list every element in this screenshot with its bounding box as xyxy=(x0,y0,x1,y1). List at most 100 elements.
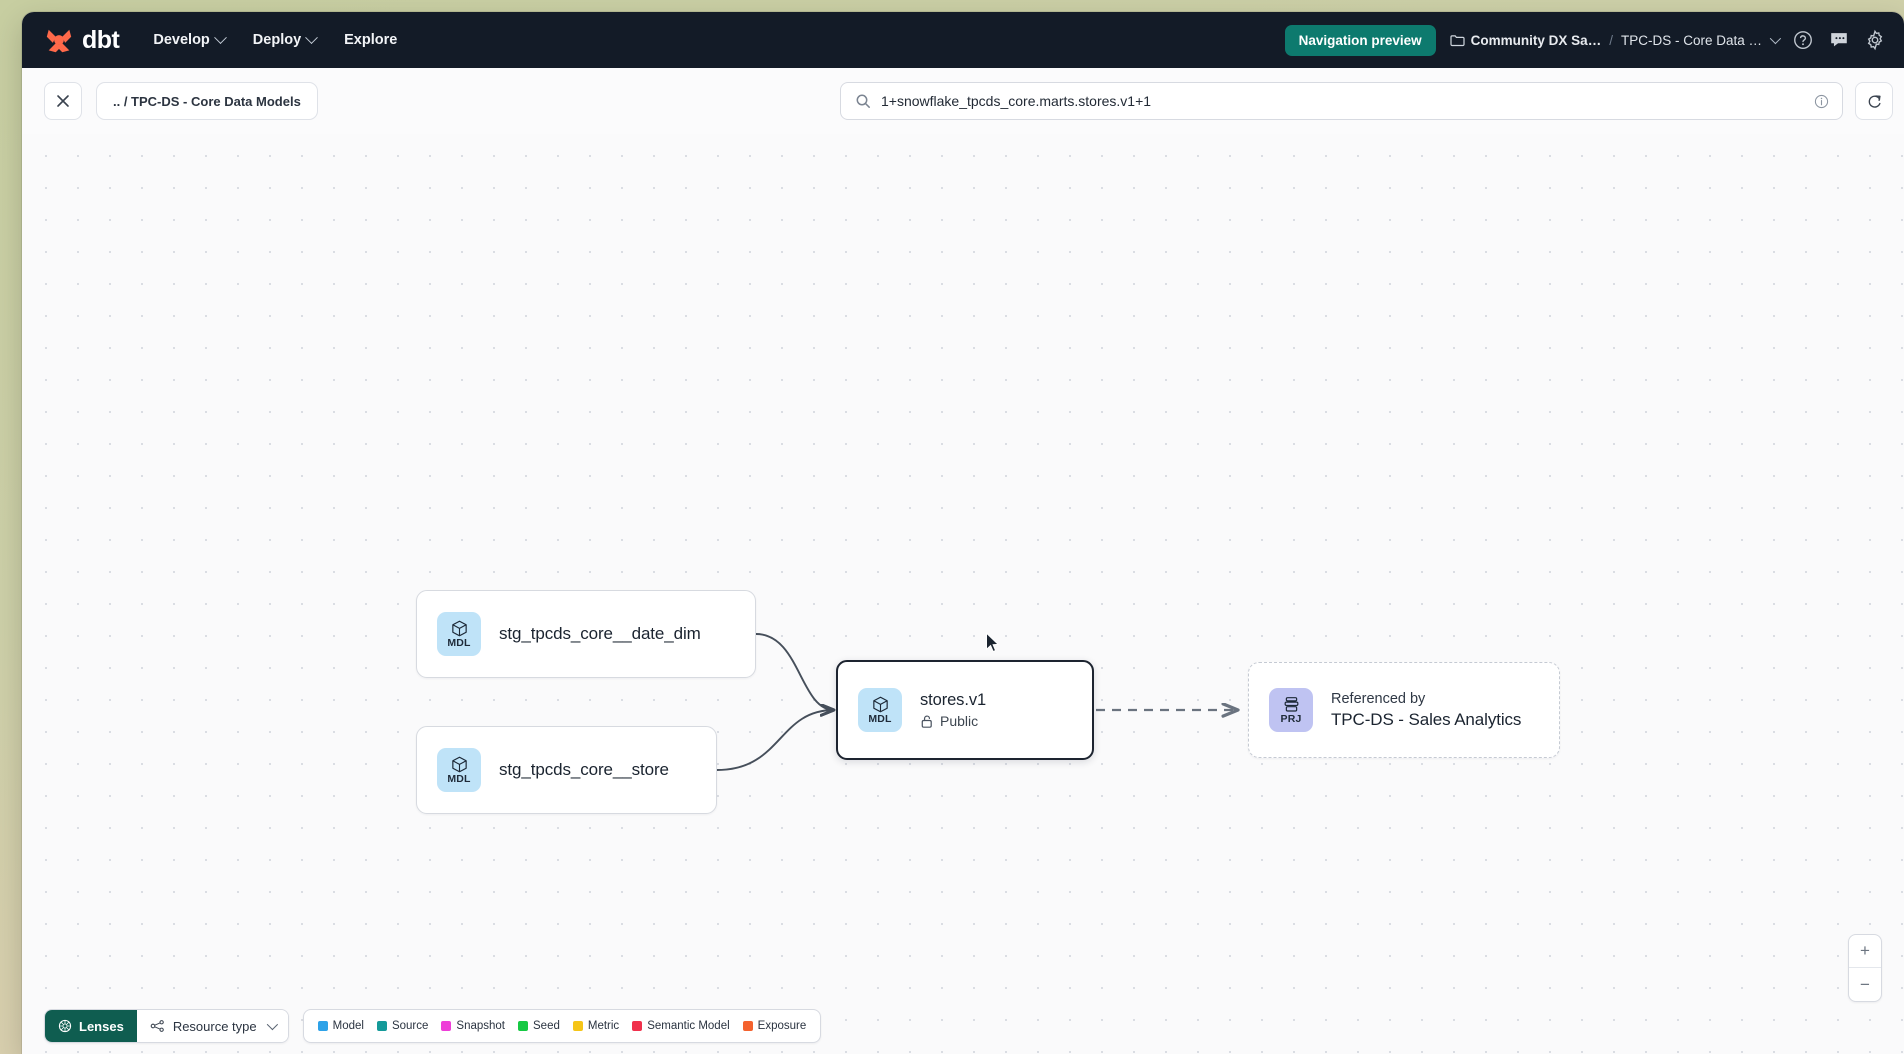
legend-item-seed: Seed xyxy=(518,1020,560,1032)
node-access-label: Public xyxy=(940,713,979,729)
legend-swatch-source xyxy=(376,1021,387,1031)
refresh-icon xyxy=(1868,94,1881,108)
lenses-button[interactable]: Lenses xyxy=(45,1010,137,1042)
search-input[interactable] xyxy=(881,93,1803,109)
primary-nav: Develop Deploy Explore xyxy=(153,30,397,48)
nav-item-deploy[interactable]: Deploy xyxy=(252,30,319,48)
legend-item-exposure: Exposure xyxy=(742,1020,807,1032)
lineage-search-area xyxy=(840,82,1893,120)
folder-icon xyxy=(1450,34,1465,46)
node-access: Public xyxy=(920,713,986,729)
navigation-preview-button[interactable]: Navigation preview xyxy=(1284,24,1436,56)
lineage-search-box[interactable] xyxy=(840,82,1843,120)
close-lineage-button[interactable] xyxy=(44,82,82,120)
browser-window: dbt Develop Deploy Explore Navigation pr… xyxy=(22,12,1904,1054)
resource-type-dropdown[interactable]: Resource type xyxy=(136,1010,288,1042)
node-title: stores.v1 xyxy=(920,691,987,709)
refresh-lineage-button[interactable] xyxy=(1855,82,1893,120)
legend-label-model: Model xyxy=(332,1020,364,1032)
node-badge-label: PRJ xyxy=(1280,713,1302,725)
node-label: stg_tpcds_core__store xyxy=(499,760,669,779)
legend-label-exposure: Exposure xyxy=(757,1020,807,1032)
breadcrumb-account-label: Community DX Sa… xyxy=(1470,32,1602,48)
lineage-toolbar: .. / TPC-DS - Core Data Models xyxy=(22,68,1904,134)
top-navigation-bar: dbt Develop Deploy Explore Navigation pr… xyxy=(22,12,1904,68)
node-badge-label: MDL xyxy=(447,773,471,785)
cube-icon xyxy=(451,620,467,637)
node-badge-prj: PRJ xyxy=(1269,688,1313,732)
zoom-in-button[interactable]: + xyxy=(1849,935,1881,968)
account-project-breadcrumb: Community DX Sa… / TPC-DS - Core Data … xyxy=(1450,32,1782,48)
legend-swatch-semantic-model xyxy=(632,1021,643,1031)
nav-item-develop-label: Develop xyxy=(153,32,210,48)
node-referenced-by-label: Referenced by xyxy=(1331,690,1426,707)
lineage-graph-canvas[interactable]: MDL stg_tpcds_core__date_dim MDL stg_tpc… xyxy=(22,134,1904,1054)
graph-node-stg-date-dim[interactable]: MDL stg_tpcds_core__date_dim xyxy=(416,590,756,678)
gear-icon[interactable] xyxy=(1864,29,1886,51)
legend-item-source: Source xyxy=(376,1020,428,1032)
resource-type-label: Resource type xyxy=(172,1018,257,1034)
legend-item-snapshot: Snapshot xyxy=(441,1020,505,1032)
node-label: stg_tpcds_core__date_dim xyxy=(499,624,701,643)
dbt-logo[interactable]: dbt xyxy=(44,25,120,55)
cube-icon xyxy=(451,756,467,773)
nav-item-explore[interactable]: Explore xyxy=(344,32,397,48)
chevron-down-icon xyxy=(266,1018,278,1031)
chevron-down-icon xyxy=(213,30,227,44)
nodes-icon xyxy=(150,1020,164,1032)
node-badge-label: MDL xyxy=(868,713,892,725)
project-breadcrumb-chip[interactable]: .. / TPC-DS - Core Data Models xyxy=(96,82,318,120)
edge-store-to-stores xyxy=(716,710,834,771)
breadcrumb-project-label: TPC-DS - Core Data … xyxy=(1620,32,1762,48)
legend-item-metric: Metric xyxy=(572,1020,620,1032)
lenses-button-label: Lenses xyxy=(79,1018,124,1034)
lens-control-group: Lenses Resource type xyxy=(44,1009,289,1043)
breadcrumb-account[interactable]: Community DX Sa… xyxy=(1450,32,1602,48)
brand-name: dbt xyxy=(82,25,120,54)
legend-item-semantic-model: Semantic Model xyxy=(632,1020,730,1032)
resource-type-legend: Model Source Snapshot Seed xyxy=(302,1009,822,1043)
unlock-icon xyxy=(921,714,932,728)
node-badge-mdl: MDL xyxy=(437,748,481,792)
node-project-name: TPC-DS - Sales Analytics xyxy=(1331,709,1522,729)
dbt-x-logo-icon xyxy=(46,29,72,53)
legend-swatch-model xyxy=(317,1021,328,1031)
lineage-bottom-bar: Lenses Resource type xyxy=(22,998,1904,1054)
lens-icon xyxy=(58,1019,72,1033)
breadcrumb-project[interactable]: TPC-DS - Core Data … xyxy=(1620,32,1782,48)
zoom-out-button[interactable]: − xyxy=(1860,974,1870,994)
lineage-edges xyxy=(716,633,1904,771)
help-circle-icon[interactable] xyxy=(1792,29,1814,51)
cube-icon xyxy=(872,696,888,713)
project-stack-icon xyxy=(1284,697,1298,712)
legend-label-semantic-model: Semantic Model xyxy=(647,1020,730,1032)
search-icon xyxy=(856,94,870,108)
top-nav-right-cluster: Navigation preview Community DX Sa… / TP… xyxy=(1284,24,1886,56)
edge-date-dim-to-stores xyxy=(755,633,834,710)
node-text-stack: stores.v1 Public xyxy=(920,691,986,729)
breadcrumb-separator: / xyxy=(1609,32,1613,48)
nav-item-explore-label: Explore xyxy=(344,32,398,48)
legend-label-snapshot: Snapshot xyxy=(456,1020,506,1032)
legend-swatch-exposure xyxy=(742,1021,753,1031)
legend-swatch-metric xyxy=(572,1021,583,1031)
legend-swatch-snapshot xyxy=(441,1021,452,1031)
chevron-down-icon xyxy=(1769,32,1782,45)
info-circle-icon[interactable] xyxy=(1813,93,1830,110)
feedback-chat-icon[interactable] xyxy=(1828,29,1850,51)
graph-node-stores-v1[interactable]: MDL stores.v1 Public xyxy=(836,660,1094,760)
legend-item-model: Model xyxy=(317,1020,364,1032)
nav-item-deploy-label: Deploy xyxy=(252,32,302,48)
zoom-controls: + − xyxy=(1848,934,1882,1002)
legend-swatch-seed xyxy=(518,1021,529,1031)
close-icon xyxy=(57,95,69,107)
legend-label-metric: Metric xyxy=(587,1020,620,1032)
nav-item-develop[interactable]: Develop xyxy=(153,30,227,48)
node-badge-label: MDL xyxy=(447,637,471,649)
legend-label-seed: Seed xyxy=(533,1020,560,1032)
graph-node-stg-store[interactable]: MDL stg_tpcds_core__store xyxy=(416,726,717,814)
graph-node-referenced-by-project[interactable]: PRJ Referenced by TPC-DS - Sales Analyti… xyxy=(1248,662,1560,758)
node-badge-mdl: MDL xyxy=(858,688,902,732)
chevron-down-icon xyxy=(305,30,319,44)
